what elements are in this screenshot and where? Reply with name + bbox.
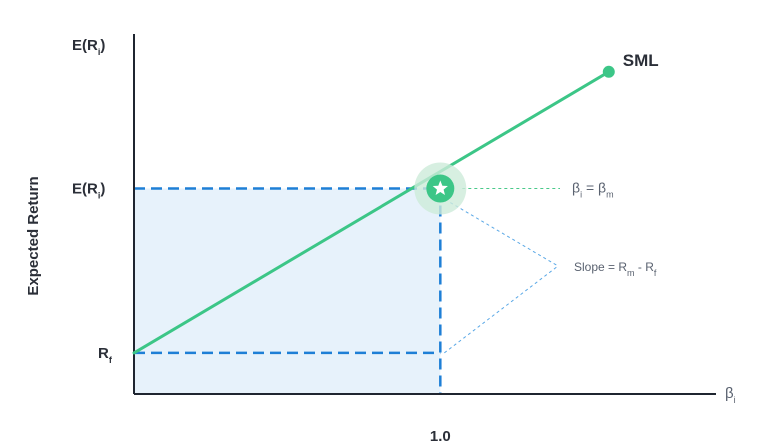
slope-leader-lower (444, 265, 559, 354)
slope-leader-upper (450, 202, 559, 267)
y-axis-top-label: E(Ri) (72, 37, 105, 57)
sml-line (132, 70, 611, 355)
x-tick-label: 1.0 (430, 428, 451, 445)
shaded-area (135, 188, 441, 394)
x-axis-label: βi (725, 385, 736, 405)
annotation-beta-equality: βi = βm (572, 180, 614, 200)
y-axis-label: Expected Return (25, 176, 42, 295)
star-icon (432, 180, 448, 195)
annotation-slope: Slope = Rm - Rf (574, 260, 657, 278)
y-tick-label-expected-return: E(Ri) (72, 181, 105, 201)
sml-end-point (602, 65, 615, 78)
series-label-sml: SML (623, 51, 659, 70)
y-tick-label-risk-free: Rf (98, 345, 113, 365)
